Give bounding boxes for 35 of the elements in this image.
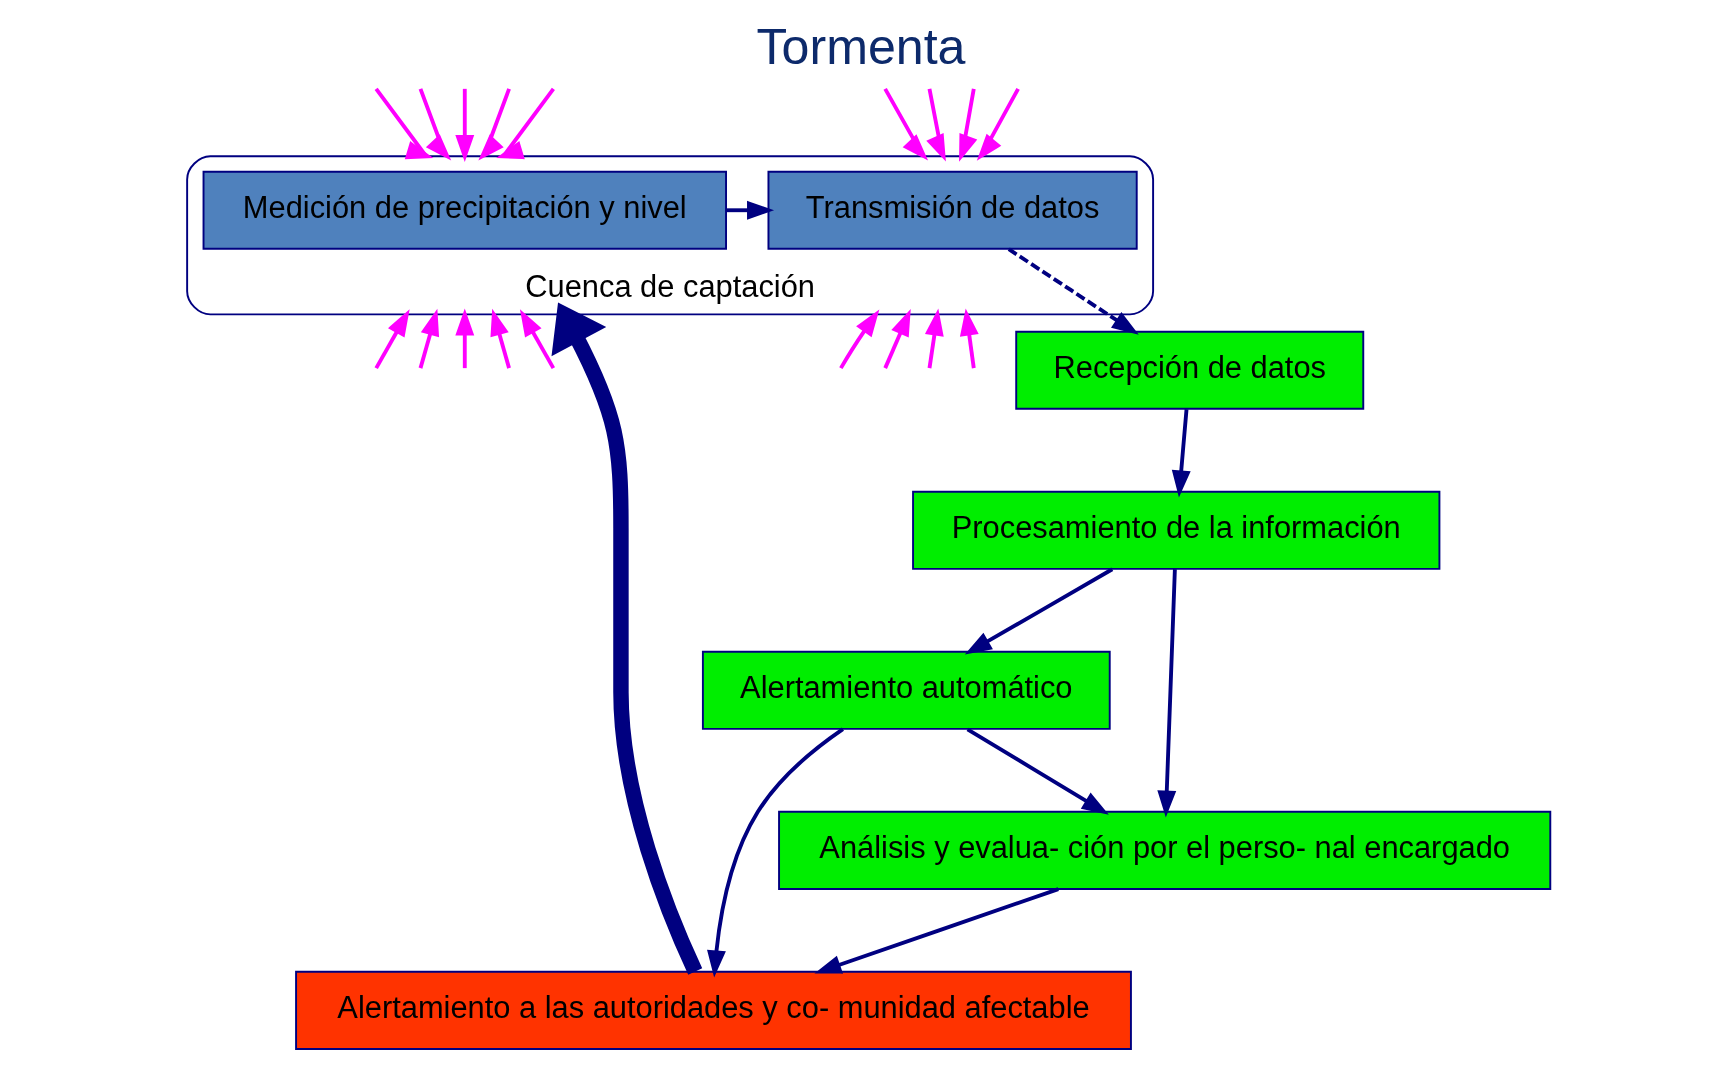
arrow xyxy=(976,87,1020,161)
arrow xyxy=(551,302,702,975)
arrow xyxy=(1156,569,1177,818)
arrow xyxy=(489,308,511,369)
arrow xyxy=(838,309,879,370)
arrow xyxy=(966,727,1109,815)
node-box: Alertamiento a las autoridades y co- munidad afectable xyxy=(294,970,1132,1050)
arrow xyxy=(477,88,511,161)
arrow xyxy=(924,308,944,369)
node-box: Análisis y evalua- ción por el perso- nal encargado xyxy=(777,810,1551,890)
arrow xyxy=(959,308,979,369)
arrow xyxy=(454,88,474,163)
node-box: Alertamiento automático xyxy=(701,650,1111,730)
arrow xyxy=(706,727,844,978)
arrow xyxy=(958,88,977,162)
arrow xyxy=(1171,409,1191,498)
arrow xyxy=(477,87,555,161)
arrow xyxy=(454,308,474,369)
node-box: Transmisión de datos xyxy=(767,170,1138,250)
diagram-title: Tormenta xyxy=(756,18,965,75)
arrow xyxy=(964,567,1113,655)
arrow xyxy=(519,309,555,370)
arrow xyxy=(882,309,911,369)
node-box: Medición de precipitación y nivel xyxy=(202,170,727,250)
arrow xyxy=(925,88,946,162)
arrow xyxy=(1007,247,1139,335)
arrow xyxy=(813,887,1059,974)
arrow xyxy=(418,308,439,369)
node-box: Recepción de datos xyxy=(1014,330,1364,410)
arrow xyxy=(882,87,946,162)
arrow xyxy=(374,309,410,370)
arrow xyxy=(726,200,774,220)
node-box: Procesamiento de la información xyxy=(911,490,1440,570)
arrow xyxy=(418,88,451,161)
arrow xyxy=(374,87,451,161)
